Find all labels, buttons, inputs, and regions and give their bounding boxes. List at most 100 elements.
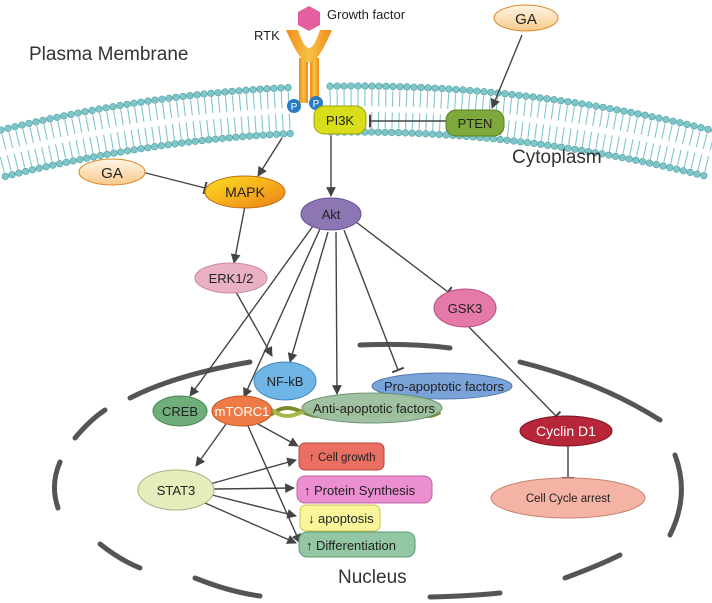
erk-label: ERK1/2 bbox=[209, 271, 254, 286]
lipid-head bbox=[266, 131, 274, 139]
lipid-tail bbox=[626, 116, 631, 133]
lipid-tail bbox=[523, 100, 527, 117]
apoptosis-arrow-down: ↓ bbox=[308, 511, 315, 526]
akt-label: Akt bbox=[322, 207, 341, 222]
lipid-head bbox=[557, 143, 565, 151]
lipid-head bbox=[389, 82, 397, 91]
lipid-tail bbox=[520, 121, 524, 138]
lipid-tail bbox=[432, 114, 435, 131]
lipid-head bbox=[157, 142, 166, 150]
lipid-head bbox=[151, 96, 159, 104]
lipid-tail bbox=[622, 137, 627, 154]
lipid-tail bbox=[22, 128, 28, 145]
pi3k-label: PI3K bbox=[326, 113, 355, 128]
lipid-head bbox=[625, 155, 633, 163]
lipid-head bbox=[60, 112, 68, 120]
lipid-head bbox=[679, 167, 688, 175]
lipid-head bbox=[550, 96, 558, 104]
lipid-tail bbox=[266, 92, 269, 109]
edge-akt-nfkb bbox=[287, 231, 329, 363]
edge-ga-pten bbox=[490, 34, 523, 109]
lipid-head bbox=[424, 84, 432, 92]
lipid-tail bbox=[663, 146, 668, 163]
lipid-head bbox=[445, 85, 453, 93]
lipid-tail bbox=[68, 141, 73, 158]
lipid-head bbox=[191, 137, 199, 145]
lipid-tail bbox=[585, 108, 589, 125]
lipid-head bbox=[408, 129, 416, 137]
lipid-head bbox=[361, 82, 369, 90]
lipid-head bbox=[56, 160, 64, 168]
lipid-head bbox=[501, 90, 509, 98]
lipid-head bbox=[67, 110, 75, 119]
lipid-head bbox=[489, 135, 498, 143]
lipid-tail bbox=[273, 92, 276, 109]
lipid-tail bbox=[281, 113, 284, 130]
lipid-head bbox=[184, 138, 193, 146]
lipid-head bbox=[697, 124, 705, 132]
lipid-tail bbox=[245, 94, 249, 111]
lipid-head bbox=[83, 154, 91, 162]
lipid-head bbox=[515, 91, 523, 99]
lipid-head bbox=[577, 146, 586, 155]
lipid-tail bbox=[709, 140, 712, 151]
lipid-tail bbox=[6, 155, 12, 172]
lipid-head bbox=[96, 152, 104, 160]
lipid-tail bbox=[405, 90, 408, 107]
protein-synthesis-arrow-up: ↑ bbox=[304, 483, 311, 498]
lipid-head bbox=[200, 90, 208, 98]
lipid-tail bbox=[668, 124, 673, 141]
lipid-tail bbox=[217, 96, 221, 113]
lipid-head bbox=[686, 168, 694, 176]
edge-mtorc1-diff bbox=[247, 425, 301, 544]
differentiation-arrow-up: ↑ bbox=[306, 538, 313, 553]
lipid-tail bbox=[615, 136, 620, 153]
lipid-head bbox=[537, 140, 545, 148]
lipid-tail bbox=[568, 128, 572, 145]
nfkb-label: NF-kB bbox=[267, 374, 304, 389]
lipid-tail bbox=[516, 99, 520, 116]
lipid-tail bbox=[158, 125, 162, 142]
lipid-tail bbox=[578, 107, 582, 124]
lipid-tail bbox=[636, 140, 641, 157]
lipid-tail bbox=[588, 131, 593, 148]
lipid-head bbox=[662, 116, 670, 124]
edge-akt-mtorc1 bbox=[243, 228, 321, 398]
ga-left-label: GA bbox=[101, 165, 123, 182]
lipid-tail bbox=[103, 134, 107, 151]
lipid-head bbox=[388, 128, 396, 137]
lipid-head bbox=[599, 103, 607, 111]
lipid-head bbox=[144, 97, 152, 105]
lipid-head bbox=[186, 92, 194, 100]
lipid-tail bbox=[29, 127, 34, 144]
lipid-tail bbox=[605, 112, 610, 129]
lipid-head bbox=[466, 86, 474, 95]
lipid-tail bbox=[192, 121, 196, 138]
lipid-tail bbox=[506, 120, 510, 137]
lipid-tail bbox=[419, 91, 422, 108]
lipid-head bbox=[410, 83, 418, 91]
lipid-tail bbox=[141, 106, 145, 123]
lipid-head bbox=[401, 129, 409, 137]
lipid-tail bbox=[675, 126, 680, 143]
lipid-head bbox=[0, 126, 5, 134]
lipid-tail bbox=[226, 117, 230, 134]
lipid-head bbox=[571, 99, 579, 107]
lipid-head bbox=[487, 88, 495, 96]
lipid-tail bbox=[75, 139, 80, 156]
lipid-tail bbox=[599, 111, 603, 128]
lipid-tail bbox=[127, 108, 131, 125]
lipid-head bbox=[652, 160, 660, 169]
lipid-tail bbox=[581, 130, 586, 147]
lipid-head bbox=[557, 97, 565, 105]
lipid-head bbox=[473, 87, 481, 95]
lipid-tail bbox=[48, 145, 53, 162]
node-ga-left: GA bbox=[78, 158, 146, 186]
lipid-head bbox=[8, 171, 16, 179]
growth-factor-label: Growth factor bbox=[327, 7, 406, 22]
lipid-tail bbox=[274, 114, 277, 131]
lipid-tail bbox=[683, 151, 689, 167]
lipid-head bbox=[396, 83, 404, 91]
lipid-tail bbox=[447, 92, 450, 110]
lipid-tail bbox=[123, 131, 128, 148]
